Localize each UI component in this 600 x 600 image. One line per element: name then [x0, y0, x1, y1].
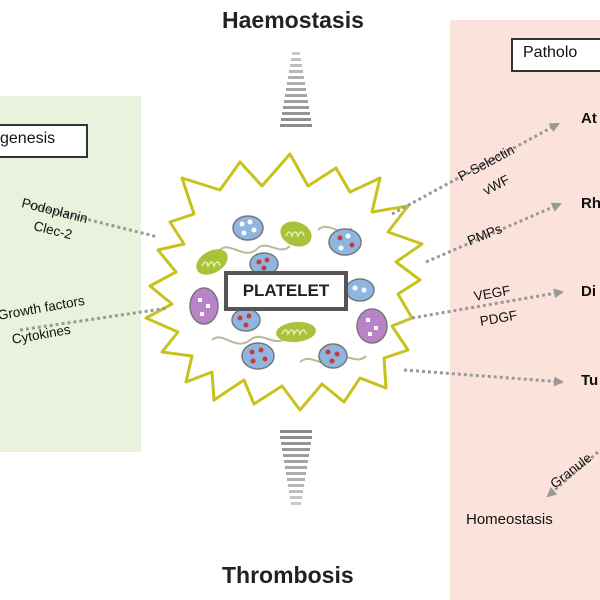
- right-panel: [450, 20, 600, 600]
- left-arrows: [19, 203, 169, 332]
- right-panel-title: Patholo: [511, 38, 600, 72]
- target-di: Di: [581, 283, 596, 300]
- arrow-granule: [546, 450, 599, 498]
- arrow-tu: [403, 368, 564, 387]
- target-tu: Tu: [581, 372, 599, 389]
- mitochondria: [196, 221, 316, 343]
- target-homeostasis: Homeostasis: [466, 511, 553, 528]
- podoplanin-arrow: [29, 203, 159, 239]
- thrombosis-gradient-arrow: [280, 430, 312, 505]
- left-panel-title: genesis: [0, 124, 88, 158]
- target-at: At: [581, 110, 597, 127]
- arrow-rh: [425, 202, 562, 264]
- title-haemostasis: Haemostasis: [222, 7, 364, 33]
- target-rh: Rh: [581, 195, 600, 212]
- platelet-label: PLATELET: [224, 271, 348, 311]
- growth-factors-arrow: [19, 306, 169, 332]
- arrow-di: [411, 288, 564, 320]
- haemostasis-gradient-arrow: [280, 52, 312, 127]
- arrow-at: [391, 122, 560, 216]
- title-thrombosis: Thrombosis: [222, 562, 354, 588]
- right-arrows: [391, 122, 599, 498]
